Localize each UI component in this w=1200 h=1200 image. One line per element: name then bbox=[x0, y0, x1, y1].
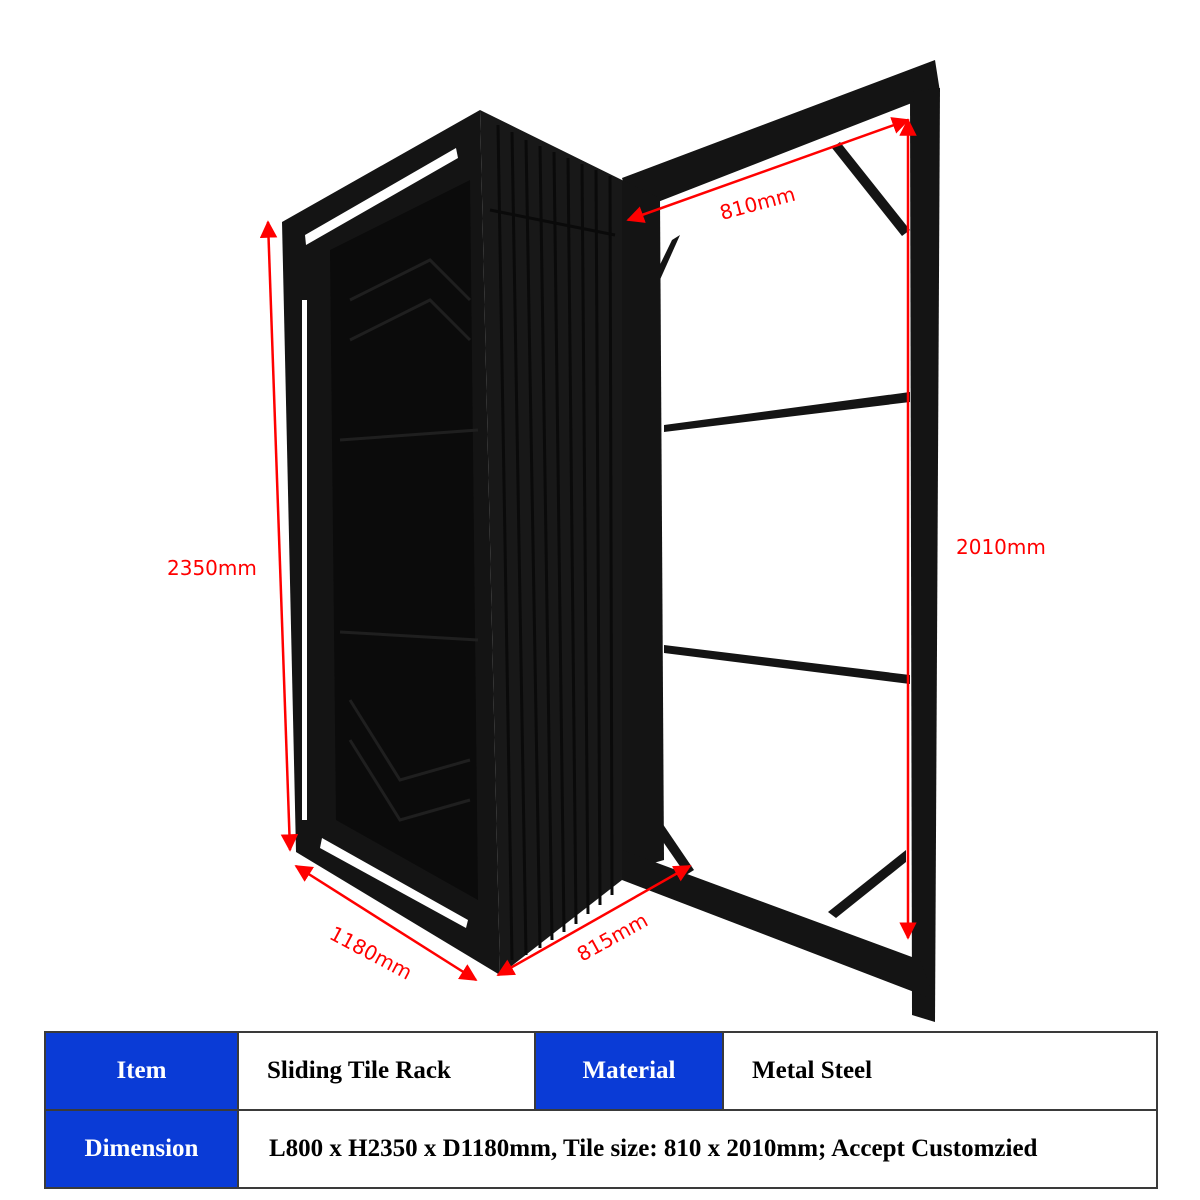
dimension-header-cell: Dimension bbox=[44, 1109, 239, 1189]
material-value-cell: Metal Steel bbox=[722, 1031, 1158, 1111]
depth-label: 1180mm bbox=[326, 921, 417, 984]
table-row: Dimension L800 x H2350 x D1180mm, Tile s… bbox=[44, 1109, 1158, 1189]
height-dimension-line bbox=[259, 220, 299, 852]
spec-table: Item Sliding Tile Rack Material Metal St… bbox=[44, 1031, 1158, 1189]
width-label: 815mm bbox=[573, 908, 652, 966]
material-header-cell: Material bbox=[534, 1031, 724, 1111]
depth-dimension-line bbox=[294, 864, 478, 982]
height-label: 2350mm bbox=[167, 556, 257, 580]
panel-height-label: 2010mm bbox=[956, 535, 1046, 559]
dimension-lines bbox=[259, 117, 917, 982]
item-value-cell: Sliding Tile Rack bbox=[237, 1031, 536, 1111]
rack-side-face bbox=[282, 110, 500, 975]
rack-front-face bbox=[480, 110, 622, 975]
panel-width-dimension-line bbox=[626, 117, 910, 223]
rack-illustration: 2350mm 1180mm 815mm 810mm 2010mm bbox=[167, 60, 1046, 1022]
panel-width-label: 810mm bbox=[717, 182, 798, 225]
width-dimension-line bbox=[496, 864, 692, 977]
dimension-value-cell: L800 x H2350 x D1180mm, Tile size: 810 x… bbox=[237, 1109, 1158, 1189]
table-row: Item Sliding Tile Rack Material Metal St… bbox=[44, 1031, 1158, 1111]
item-header-cell: Item bbox=[44, 1031, 239, 1111]
